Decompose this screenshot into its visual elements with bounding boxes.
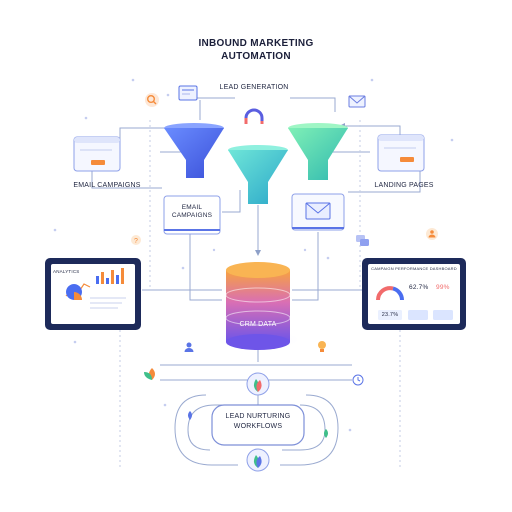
funnel-left — [164, 123, 224, 178]
user-icon — [426, 228, 438, 240]
campaign-stat-3: 23.7% — [381, 312, 399, 318]
help-icon: ? — [131, 235, 141, 245]
analytics-tablet — [45, 258, 141, 330]
email-box-line-2: CAMPAIGNS — [171, 212, 213, 219]
team-icon — [184, 342, 194, 352]
browser-window-left — [73, 136, 121, 172]
browser-icon — [178, 85, 198, 101]
campaign-stat-2: 99% — [436, 284, 450, 291]
envelope-icon — [348, 95, 366, 108]
workflows-line-2: WORKFLOWS — [233, 423, 283, 430]
lead-generation-label: LEAD GENERATION — [219, 84, 289, 91]
workflow-loop-box — [211, 404, 305, 446]
browser-window-right — [377, 134, 425, 172]
sprout-icon-right — [324, 429, 328, 438]
workflows-line-1: LEAD NURTURING — [225, 413, 291, 420]
growth-icon-bottom — [246, 448, 270, 472]
campaign-stat-1: 62.7% — [409, 284, 429, 291]
campaign-dashboard-tablet — [362, 258, 466, 330]
email-box-line-1: EMAIL — [181, 204, 203, 211]
svg-text:?: ? — [134, 238, 138, 245]
clock-icon — [352, 374, 364, 386]
crm-data-label: CRM DATA — [239, 321, 277, 328]
crm-database — [214, 262, 302, 350]
sprout-icon-left — [188, 411, 192, 420]
funnel-right — [288, 123, 348, 180]
diagram-title-line-2: AUTOMATION — [221, 51, 291, 62]
diagram-title-line-1: INBOUND MARKETING — [198, 38, 314, 49]
landing-pages-label: LANDING PAGES — [374, 182, 434, 189]
landing-mail-card — [291, 193, 345, 231]
magnet-icon — [244, 108, 264, 124]
lightbulb-icon — [318, 341, 326, 352]
email-campaigns-card — [163, 195, 221, 235]
search-icon — [145, 93, 159, 107]
funnel-center — [228, 145, 288, 204]
email-campaigns-label: EMAIL CAMPAIGNS — [73, 182, 141, 189]
campaign-dashboard-title: CAMPAIGN PERFORMANCE DASHBOARD — [371, 266, 457, 271]
chat-icon — [356, 235, 369, 246]
leaf-icon-left — [144, 368, 155, 380]
analytics-title: ANALYTICS — [53, 269, 80, 274]
growth-icon-top — [246, 372, 270, 396]
